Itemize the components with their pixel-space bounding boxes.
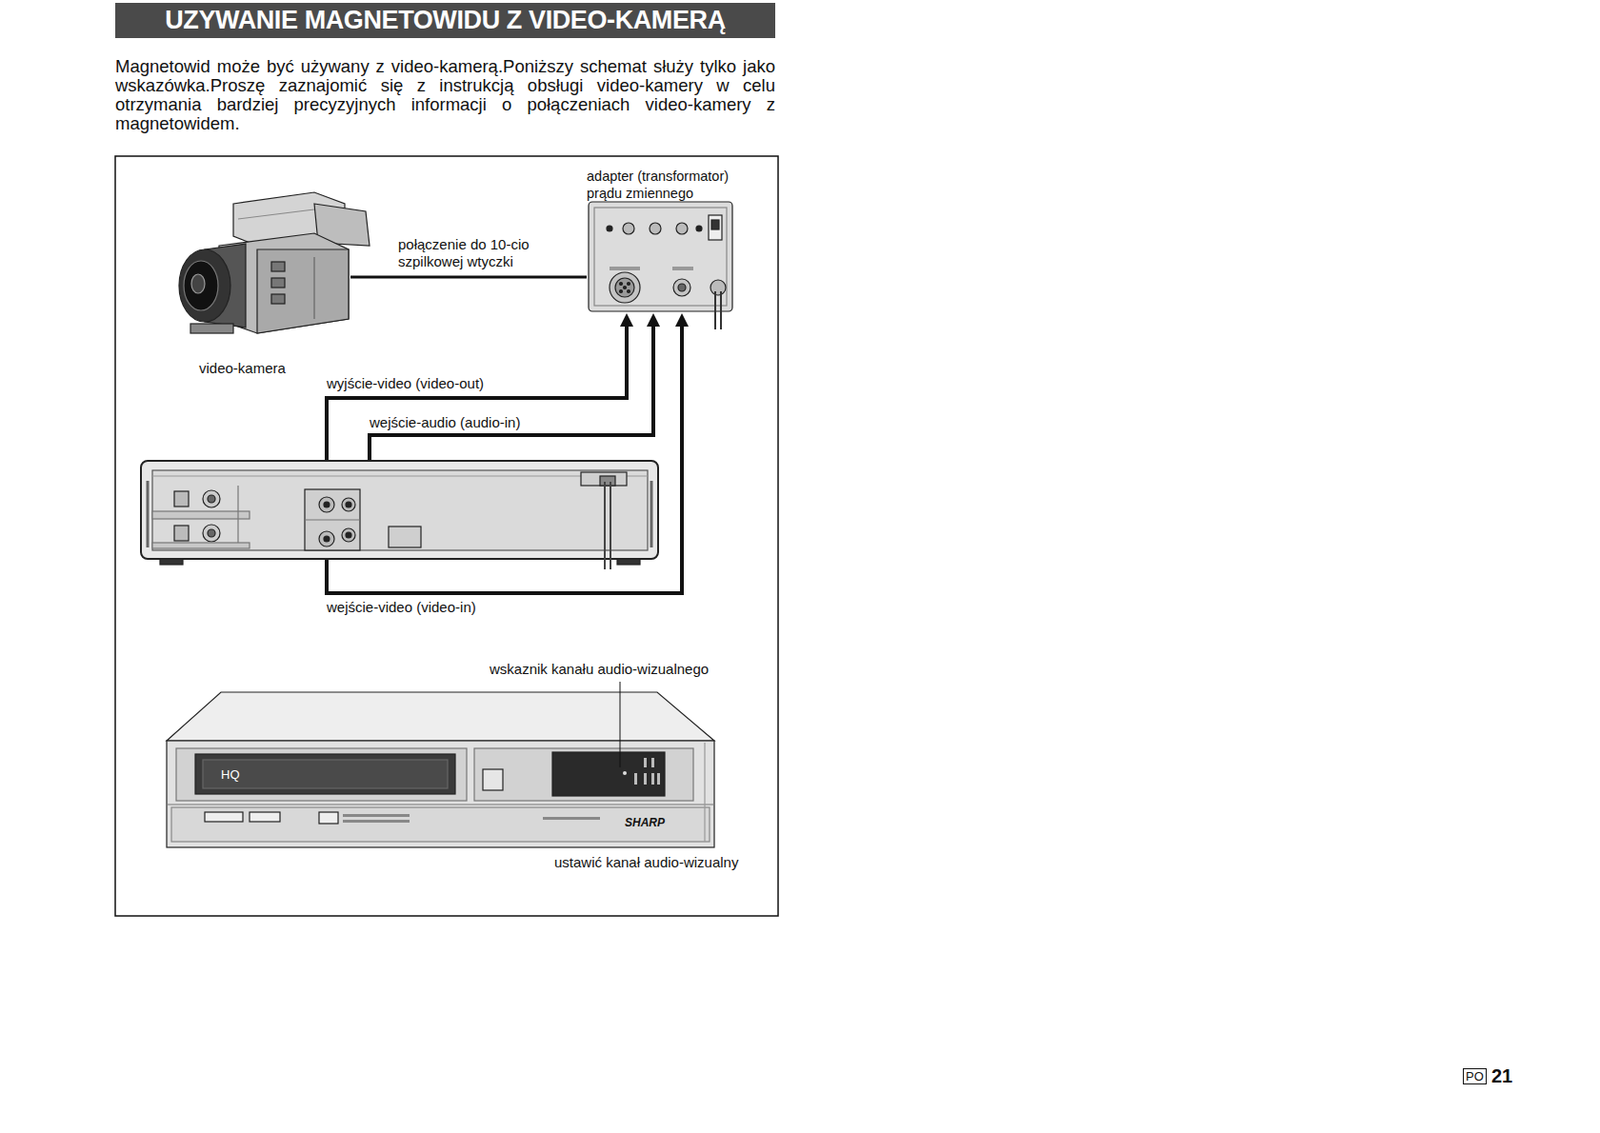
adapter-node: adapter (transformator) prądu zmiennego: [586, 167, 751, 315]
title-bar: UZYWANIE MAGNETOWIDU Z VIDEO-KAMERĄ: [115, 2, 776, 39]
node-label: adapter (transformator) prądu zmiennego: [586, 167, 751, 202]
cable-connector: [350, 276, 587, 280]
vcr-front-drawing: [166, 692, 715, 848]
connector-label: połączenie do 10-cio szpilkowej wtyczki: [398, 236, 551, 271]
vcr-rear-drawing: [140, 460, 659, 570]
cable-label: wejście-video (video-in): [326, 599, 477, 617]
camcorder-drawing: [179, 192, 370, 334]
cable-label: wejście-audio (audio-in): [369, 414, 520, 432]
page-number: 21: [1491, 1065, 1513, 1087]
callout-label: ustawić kanał audio-wizualny: [554, 854, 739, 872]
leader-line: [620, 681, 621, 768]
intro-paragraph: Magnetowid może być używany z video-kame…: [115, 57, 776, 134]
page-title: UZYWANIE MAGNETOWIDU Z VIDEO-KAMERĄ: [115, 2, 776, 39]
cable-arrowheads: [620, 313, 689, 327]
camcorder-node: video-kamera: [178, 188, 351, 380]
cassette-slot-marking: HQ: [220, 767, 240, 782]
brand-logo: SHARP: [624, 816, 665, 830]
diagram-frame: [115, 156, 779, 917]
cable-label: wyjście-video (video-out): [326, 375, 484, 393]
callout-label: wskaznik kanału audio-wizualnego: [489, 660, 709, 679]
node-label: video-kamera: [199, 360, 342, 378]
ac-adapter-drawing: [588, 201, 733, 330]
language-tag: PO: [1462, 1068, 1487, 1085]
